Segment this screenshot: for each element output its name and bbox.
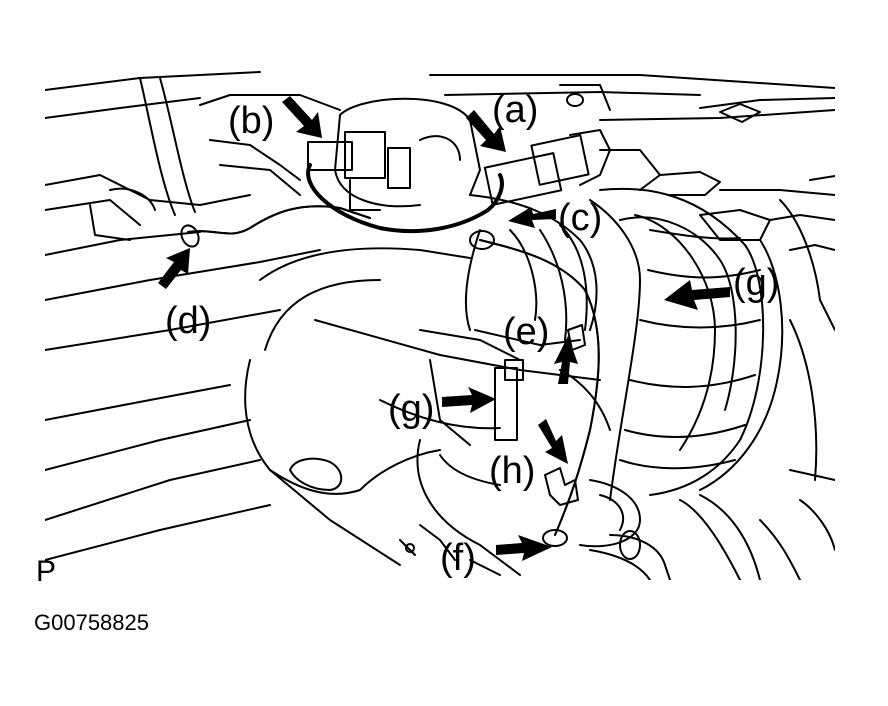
arrow-h: [538, 419, 568, 464]
line-art: [45, 71, 835, 580]
arrows: [158, 96, 730, 561]
arrow-b: [282, 96, 322, 138]
callout-labels: (a) (b) (c) (d) (e) (g) (g) (h) (f): [165, 89, 779, 579]
arrow-c: [508, 207, 556, 228]
arrow-a: [466, 110, 506, 152]
callout-d: (d): [165, 300, 211, 342]
callout-h: (h): [489, 450, 535, 492]
callout-b: (b): [228, 100, 274, 142]
arrow-f: [496, 535, 552, 561]
callout-e: (e): [503, 311, 549, 353]
callout-g-left: (g): [388, 388, 434, 430]
arrow-g-left: [442, 387, 496, 413]
figure-id-label: G00758825: [34, 610, 149, 635]
callout-f: (f): [440, 537, 476, 579]
arrow-e: [554, 336, 578, 384]
callout-c: (c): [558, 197, 602, 239]
view-code-label: P: [36, 555, 57, 588]
callout-g-right: (g): [733, 262, 779, 304]
callout-a: (a): [492, 89, 538, 131]
arrow-d: [158, 248, 190, 289]
arrow-g-right: [664, 280, 730, 310]
